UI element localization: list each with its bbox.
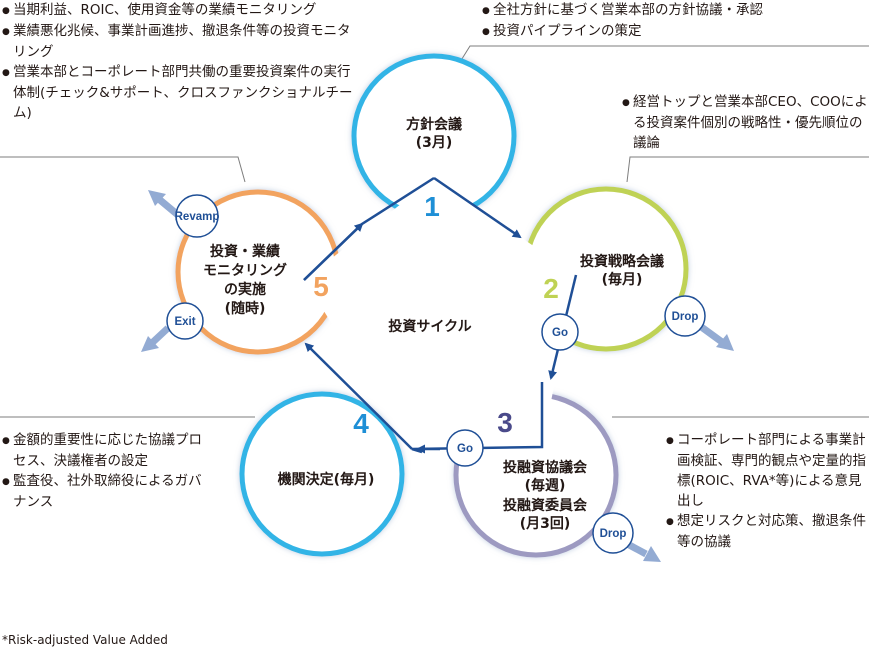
note-right-upper-item: 経営トップと営業本部CEO、COOによる投資案件個別の戦略性・優先順位の議論: [622, 92, 868, 153]
note-top-center: 全社方針に基づく営業本部の方針協議・承認 投資パイプラインの策定: [482, 0, 867, 42]
leader-line-top-left: [0, 156, 246, 183]
stage-circle-4: [239, 391, 405, 557]
note-right-lower-item: 想定リスクと対応策、撤退条件等の協議: [666, 511, 868, 552]
note-top-center-item: 投資パイプラインの策定: [482, 21, 867, 42]
footnote: *Risk-adjusted Value Added: [2, 633, 168, 647]
stage-3-label-line-2: (毎週): [525, 477, 566, 494]
go-badge-stage-2: [541, 313, 579, 351]
stage-3-label-line-3: 投融資委員会: [503, 497, 588, 514]
arrow-4-to-5: [304, 342, 413, 450]
note-top-left-item: 当期利益、ROIC、使用資金等の業績モニタリング: [2, 0, 357, 21]
stage-5-label-line-4: (随時): [225, 300, 266, 317]
stage-5-label-line-2: モニタリング: [203, 262, 287, 279]
note-right-lower: コーポレート部門による事業計画検証、専門的観点や定量的指標(ROIC、RVA*等…: [666, 430, 868, 552]
revamp-badge-label: Revamp: [175, 211, 220, 223]
drop3-arrow-head: [643, 546, 661, 562]
stage-5-label-line-3: の実施: [224, 281, 266, 298]
revamp-badge: [175, 194, 219, 238]
stage-2-label-line-2: (毎月): [602, 271, 643, 288]
note-top-left-item: 業績悪化兆候、事業計画進捗、撤退条件等の投資モニタリング: [2, 21, 357, 62]
note-top-left: 当期利益、ROIC、使用資金等の業績モニタリング 業績悪化兆候、事業計画進捗、撤…: [2, 0, 357, 123]
note-right-upper: 経営トップと営業本部CEO、COOによる投資案件個別の戦略性・優先順位の議論: [622, 92, 868, 153]
drop-badge-stage-3-label: Drop: [600, 528, 627, 540]
arrow-1-to-2: [433, 176, 522, 239]
note-top-center-item: 全社方針に基づく営業本部の方針協議・承認: [482, 0, 867, 21]
leader-line-right-upper: [626, 156, 869, 183]
note-left-lower-item: 監査役、社外取締役によるガバナンス: [2, 471, 204, 512]
note-right-lower-item: コーポレート部門による事業計画検証、専門的観点や定量的指標(ROIC、RVA*等…: [666, 430, 868, 511]
stage-3-label-line-4: (月3回): [520, 516, 571, 532]
stage-1-label-line-2: (3月): [416, 135, 453, 151]
cycle-pentagon: [304, 178, 576, 449]
center-label: 投資サイクル: [388, 318, 471, 335]
drop2-arrow-head: [716, 334, 734, 351]
stage-3-label-line-1: 投融資協議会: [503, 459, 588, 476]
drop-badge-stage-3: [592, 512, 634, 554]
note-left-lower: 金額的重要性に応じた協議プロセス、決議権者の設定 監査役、社外取締役によるガバナ…: [2, 430, 204, 512]
revamp-arrow-head: [148, 190, 166, 206]
revamp-arrow: [157, 197, 181, 218]
leader-line-top-center: [459, 45, 869, 63]
go-badge-stage-3: [446, 429, 484, 467]
stage-number-3: 3: [497, 407, 513, 438]
note-top-left-item: 営業本部とコーポレート部門共働の重要投資案件の実行体制(チェック&サポート、クロ…: [2, 62, 357, 123]
exit-arrow-head: [141, 336, 159, 352]
stage-1-label-line-1: 方針会議: [406, 116, 462, 133]
note-left-lower-item: 金額的重要性に応じた協議プロセス、決議権者の設定: [2, 430, 204, 471]
exit-arrow: [150, 325, 171, 345]
stage-4-label-line-1: 機関決定(毎月): [278, 471, 375, 488]
drop-badge-stage-2-label: Drop: [672, 311, 699, 323]
stage-number-4: 4: [353, 408, 369, 439]
stage-number-1: 1: [424, 191, 440, 222]
go-badge-stage-2-label: Go: [552, 327, 568, 339]
stage-number-2: 2: [543, 273, 559, 304]
go-badge-stage-3-label: Go: [457, 443, 473, 455]
stage-5-label-line-1: 投資・業績: [210, 243, 280, 260]
stage-number-5: 5: [313, 271, 329, 302]
drop-badge-stage-2: [664, 295, 706, 337]
stage-2-label-line-1: 投資戦略会議: [580, 253, 664, 270]
exit-badge-label: Exit: [174, 316, 195, 328]
drop2-arrow: [697, 323, 725, 345]
exit-badge: [166, 302, 204, 340]
pentagon-edge-5: [303, 176, 435, 281]
